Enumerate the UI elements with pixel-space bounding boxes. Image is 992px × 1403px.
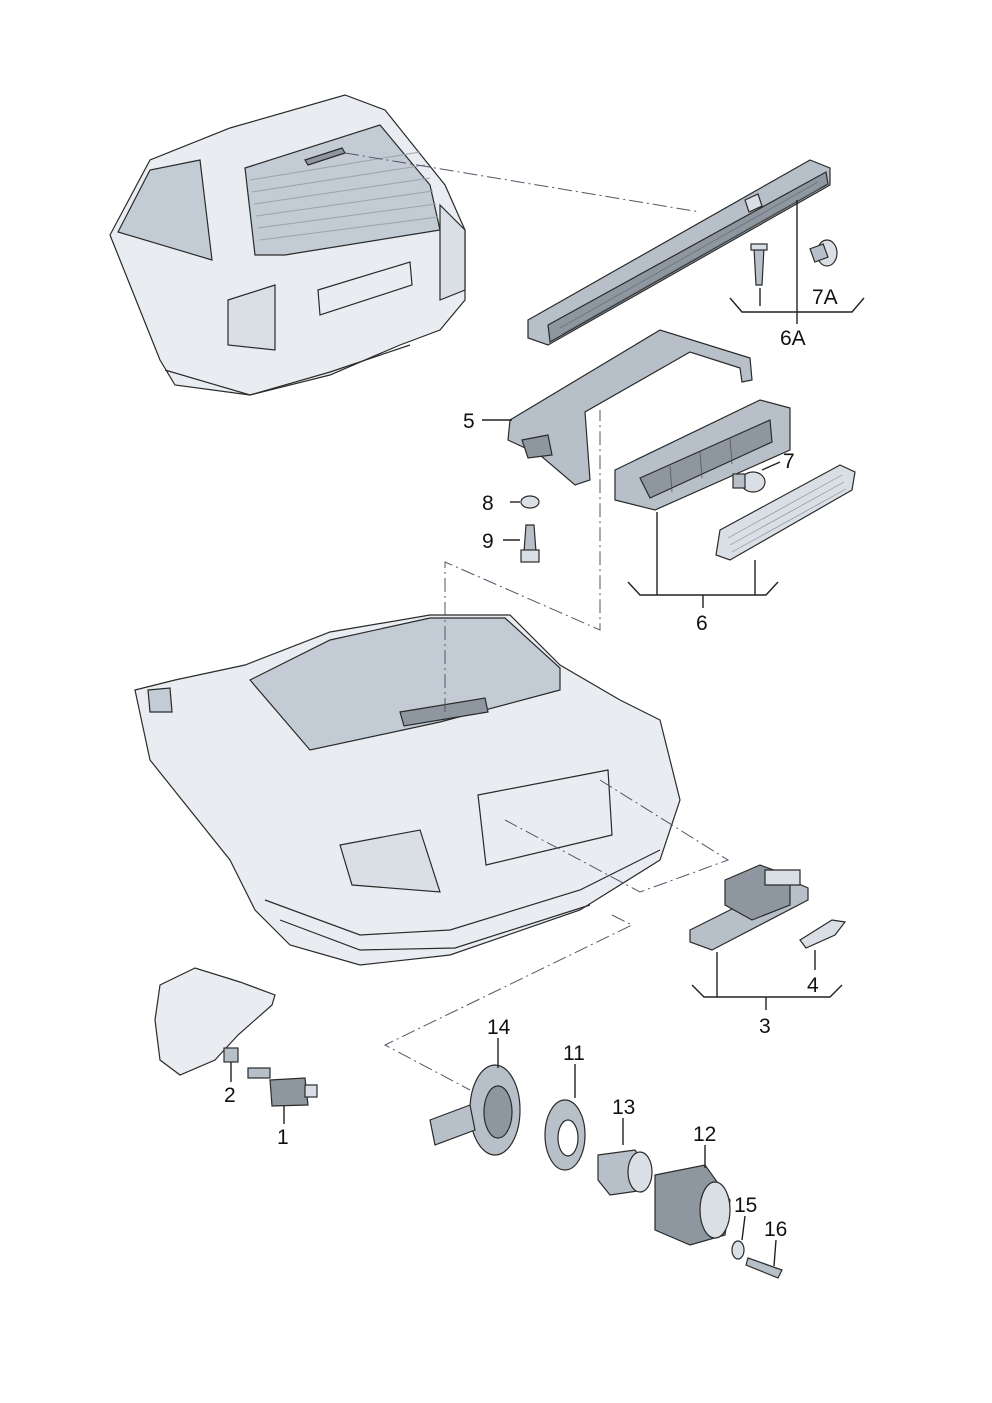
callout-1: 1 (277, 1126, 289, 1149)
washer-8 (520, 495, 540, 509)
callout-3: 3 (759, 1015, 771, 1038)
callout-labels: 6A 7A 5 7 8 9 6 4 3 14 11 13 12 2 1 15 1… (224, 286, 838, 1241)
sedan-brake-light-position (399, 697, 489, 727)
callout-16: 16 (764, 1218, 787, 1241)
socket-seal-14 (429, 1064, 521, 1156)
dashed-association-lines (344, 152, 730, 1091)
mounting-bracket (154, 967, 276, 1076)
license-plate-light-3 (689, 864, 809, 951)
callout-7a: 7A (812, 286, 838, 309)
brake-light-housing-6 (614, 399, 791, 511)
sedan-license-plate-recess (477, 769, 613, 866)
callout-6a: 6A (780, 327, 806, 350)
socket-housing-12 (654, 1164, 731, 1246)
washer-15 (731, 1240, 745, 1260)
callout-15: 15 (734, 1194, 757, 1217)
tail-light-left (227, 284, 276, 351)
bulb-7a (809, 239, 838, 267)
callout-9: 9 (482, 530, 494, 553)
screw-6a (750, 243, 768, 286)
callout-11: 11 (563, 1042, 585, 1065)
switch-1 (247, 1067, 318, 1107)
rear-window-sedan (249, 617, 561, 751)
leader-lines (230, 200, 865, 1267)
sedan-tail-light (339, 829, 441, 893)
screw-9 (520, 524, 540, 563)
lens-6 (715, 464, 856, 561)
bulb-7 (732, 471, 766, 493)
clip-2 (223, 1047, 239, 1063)
estate-car-rear-view (109, 94, 466, 396)
callout-2: 2 (224, 1084, 236, 1107)
callout-8: 8 (482, 492, 494, 515)
callout-14: 14 (487, 1016, 511, 1039)
callout-4: 4 (807, 974, 819, 997)
sedan-car-rear-view (134, 614, 681, 966)
tail-light-right (439, 203, 466, 301)
socket-insert-13 (597, 1149, 653, 1196)
license-plate-recess (317, 261, 413, 316)
cover-bracket-5 (507, 329, 753, 486)
callout-12: 12 (693, 1123, 716, 1146)
callout-5: 5 (463, 410, 475, 433)
screw-16 (745, 1257, 783, 1279)
brake-light-bar-estate (527, 159, 831, 346)
callout-6: 6 (696, 612, 708, 635)
side-window-left (117, 159, 213, 261)
callout-7: 7 (783, 450, 795, 473)
bulb-4 (799, 919, 847, 949)
socket-ring-11 (544, 1099, 586, 1171)
callout-13: 13 (612, 1096, 635, 1119)
